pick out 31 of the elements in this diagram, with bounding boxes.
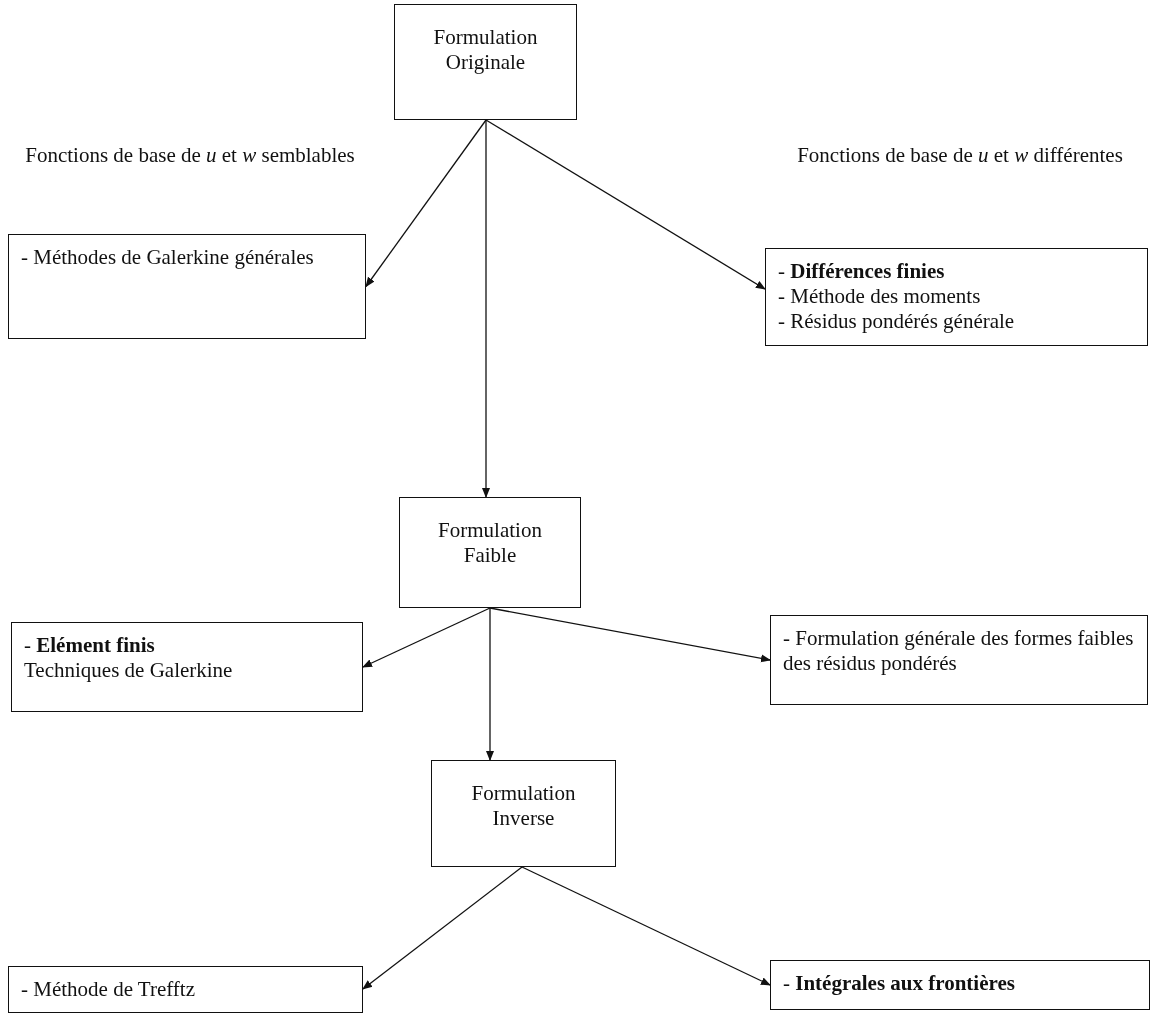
arrow — [521, 866, 771, 986]
box-text: - Différences finies — [778, 259, 946, 285]
method-box — [8, 966, 363, 1014]
process-box — [399, 497, 581, 608]
arrow — [482, 119, 490, 498]
arrow — [485, 119, 766, 290]
method-box — [770, 615, 1148, 705]
box-text: - Elément finis — [24, 633, 156, 659]
box-text: Formulation Inverse — [470, 781, 577, 832]
method-box — [765, 248, 1148, 346]
process-box — [431, 760, 616, 867]
method-box — [8, 234, 366, 339]
branch-label: Fonctions de base de u et w semblables — [24, 142, 356, 169]
arrow — [362, 866, 523, 990]
arrow — [362, 607, 491, 668]
box-text: Formulation Originale — [432, 25, 539, 76]
box-text: Formulation Faible — [437, 518, 543, 569]
branch-label: Fonctions de base de u et w différentes — [796, 142, 1124, 169]
arrow — [489, 607, 771, 663]
box-text: - Méthodes de Galerkine générales — [21, 245, 315, 271]
method-box — [11, 622, 363, 712]
box-text: - Formulation générale des formes faibles des résidus pondérés — [783, 626, 1135, 677]
method-box — [770, 960, 1150, 1010]
arrow — [365, 119, 487, 288]
process-box — [394, 4, 577, 120]
box-text: - Méthode de Trefftz — [21, 977, 196, 1003]
box-text: - Résidus pondérés générale — [778, 309, 1016, 335]
box-text: Techniques de Galerkine — [24, 658, 234, 684]
box-text: - Méthode des moments — [778, 284, 982, 310]
box-text: - Intégrales aux frontières — [783, 971, 1016, 997]
arrow — [486, 607, 494, 761]
